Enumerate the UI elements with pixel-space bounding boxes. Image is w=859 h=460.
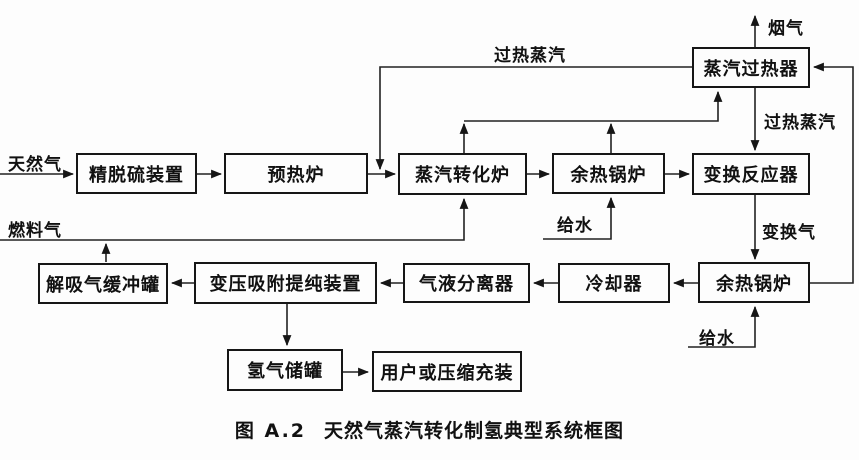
- node-shift-reactor: 变换反应器: [692, 153, 810, 195]
- node-cooler: 冷却器: [558, 263, 670, 303]
- node-desorption-buffer-tank-label: 解吸气缓冲罐: [46, 274, 160, 296]
- node-gas-liquid-separator-label: 气液分离器: [419, 274, 514, 295]
- node-shift-reactor-label: 变换反应器: [703, 165, 799, 186]
- node-waste-heat-boiler-2: 余热锅炉: [698, 262, 810, 303]
- node-superheater-label: 蒸汽过热器: [703, 58, 799, 80]
- node-users-compression: 用户或压缩充装: [372, 351, 522, 392]
- line-fuel-gas: [0, 197, 469, 241]
- node-cooler-label: 冷却器: [585, 274, 643, 295]
- figure-caption-title: 天然气蒸汽转化制氢典型系统框图: [324, 420, 625, 442]
- line-steam-header: [464, 90, 723, 122]
- label-superheated-steam-right: 过热蒸汽: [764, 113, 836, 133]
- node-waste-heat-boiler-2-label: 余热锅炉: [716, 273, 792, 295]
- node-hydrogen-tank-label: 氢气储罐: [247, 361, 323, 382]
- node-reformer-label: 蒸汽转化炉: [415, 165, 510, 186]
- label-feed-water-2: 给水: [699, 329, 735, 349]
- figure-caption-number: 图 A.2: [234, 420, 307, 442]
- label-shift-gas: 变换气: [762, 223, 816, 243]
- node-desulfurizer-label: 精脱硫装置: [89, 164, 184, 186]
- line-feed-water-1: [543, 196, 616, 240]
- figure-caption: 图 A.2 天然气蒸汽转化制氢典型系统框图: [0, 416, 859, 443]
- label-natural-gas: 天然气: [8, 155, 62, 175]
- line-superheated-steam-to-feed: [375, 66, 692, 171]
- node-psa-unit: 变压吸附提纯装置: [194, 262, 377, 304]
- node-waste-heat-boiler-1: 余热锅炉: [552, 153, 665, 194]
- line-feed-water-2: [688, 305, 760, 348]
- node-hydrogen-tank: 氢气储罐: [227, 349, 343, 391]
- node-superheater: 蒸汽过热器: [692, 47, 810, 88]
- label-superheated-steam-top: 过热蒸汽: [494, 46, 566, 66]
- line-whb2-to-superheater: [810, 62, 854, 284]
- node-preheater: 预热炉: [224, 153, 368, 194]
- node-reformer: 蒸汽转化炉: [398, 153, 527, 195]
- node-preheater-label: 预热炉: [267, 164, 325, 186]
- node-psa-unit-label: 变压吸附提纯装置: [209, 274, 362, 295]
- label-flue-gas: 烟气: [768, 19, 804, 39]
- node-users-compression-label: 用户或压缩充装: [380, 362, 514, 384]
- label-fuel-gas: 燃料气: [8, 221, 62, 241]
- label-feed-water-1: 给水: [557, 216, 593, 236]
- node-desulfurizer: 精脱硫装置: [76, 153, 197, 194]
- node-waste-heat-boiler-1-label: 余热锅炉: [570, 164, 647, 186]
- node-desorption-buffer-tank: 解吸气缓冲罐: [38, 263, 168, 304]
- node-gas-liquid-separator: 气液分离器: [403, 263, 530, 303]
